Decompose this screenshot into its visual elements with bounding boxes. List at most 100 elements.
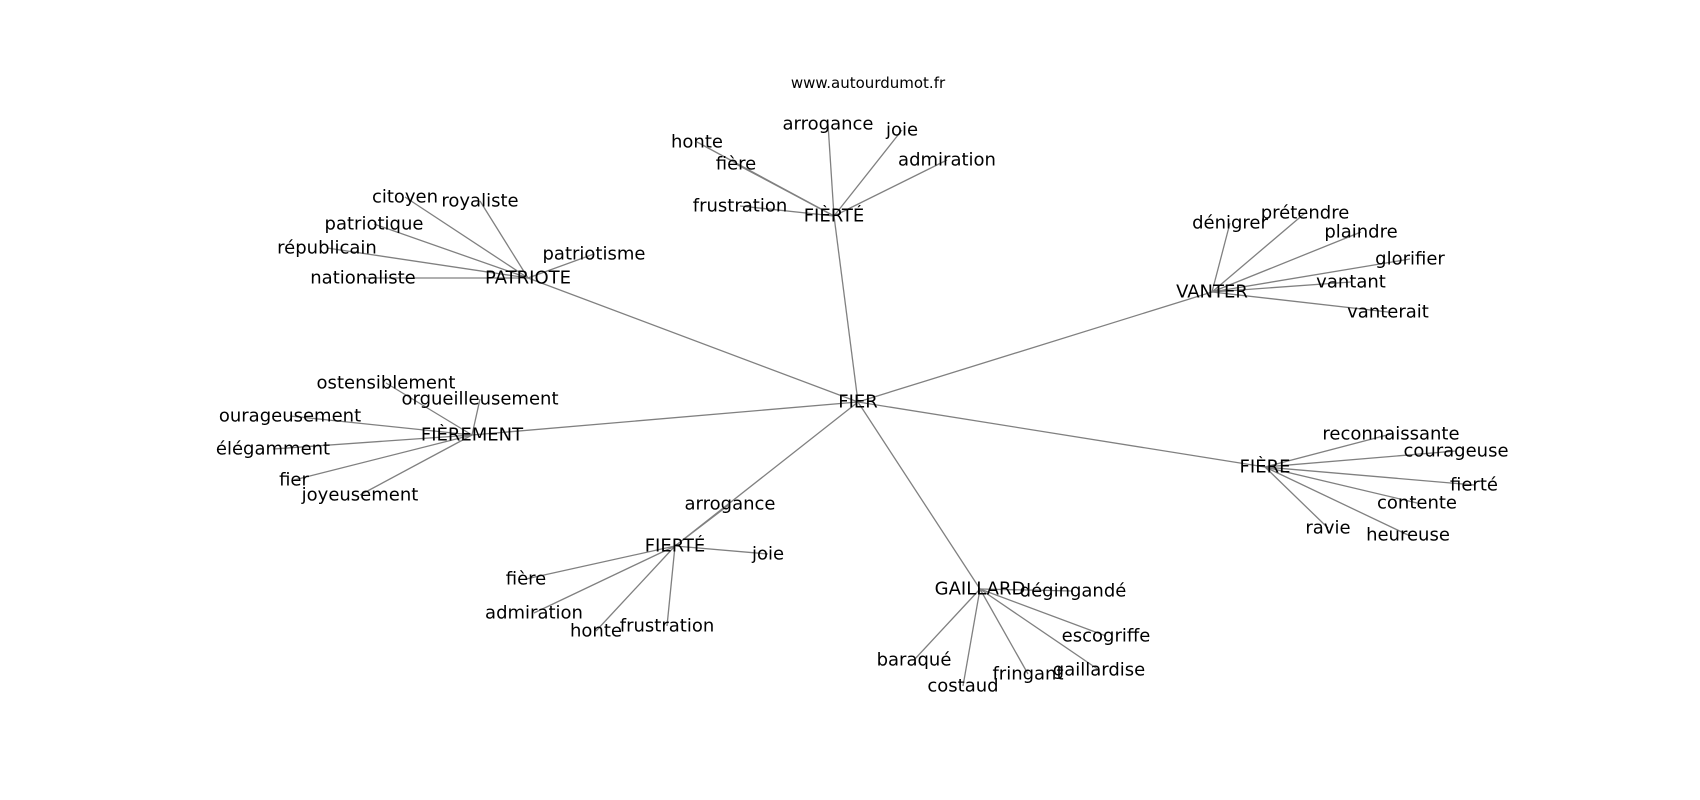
leaf-node-elegamment: élégamment	[216, 439, 330, 460]
edge-fierement-joyeusement	[359, 434, 473, 496]
leaf-node-denigrer: dénigrer	[1192, 213, 1268, 234]
hub-node-fierte: FIÈRTÉ	[804, 205, 865, 227]
leaf-node-ourageusement: ourageusement	[219, 406, 361, 427]
edge-vanter-denigrer	[1211, 222, 1231, 293]
leaf-node-fier: fier	[279, 470, 309, 491]
edge-root-fierte	[833, 215, 859, 403]
edge-fierte-fiere	[735, 163, 835, 217]
root-node: FIER	[838, 392, 878, 413]
edge-fierte-admiration	[533, 545, 676, 614]
edge-fiere-ravie	[1264, 466, 1329, 529]
leaf-node-heureuse: heureuse	[1366, 525, 1450, 546]
edge-fierement-ourageusement	[289, 415, 473, 436]
leaf-node-fringant: fringant	[992, 664, 1063, 685]
hub-node-vanter: VANTER	[1176, 282, 1248, 303]
leaf-node-gaillardise: gaillardise	[1053, 660, 1145, 681]
hub-node-gaillard: GAILLARD	[935, 579, 1026, 600]
leaf-node-admiration: admiration	[485, 603, 583, 624]
edge-vanter-vanterait	[1211, 291, 1389, 313]
edge-gaillard-baraque	[913, 588, 981, 661]
leaf-node-patriotisme: patriotisme	[543, 244, 646, 265]
hub-node-fierte: FIERTÉ	[645, 535, 706, 557]
edge-root-vanter	[857, 291, 1213, 403]
leaf-node-republicain: républicain	[277, 238, 377, 259]
graph-edges	[272, 123, 1475, 687]
leaf-node-ravie: ravie	[1305, 518, 1350, 539]
edge-fierte-honte	[595, 545, 676, 632]
leaf-node-fiere: fière	[716, 154, 757, 175]
leaf-node-contente: contente	[1377, 493, 1457, 514]
hub-node-fierement: FIÈREMENT	[421, 424, 524, 446]
leaf-node-baraque: baraqué	[877, 650, 952, 671]
edge-gaillard-degingande	[979, 588, 1074, 592]
leaf-node-fierte: fierté	[1450, 475, 1498, 496]
leaf-node-escogriffe: escogriffe	[1062, 626, 1151, 647]
edge-patriote-royaliste	[479, 200, 529, 279]
leaf-node-vantant: vantant	[1316, 272, 1386, 293]
hub-node-patriote: PATRIOTE	[485, 268, 571, 289]
edge-fierement-fier	[293, 434, 473, 481]
edge-fiere-heureuse	[1264, 466, 1409, 536]
leaf-node-pretendre: prétendre	[1261, 203, 1350, 224]
leaf-node-fiere: fière	[506, 569, 547, 590]
edge-fierte-frustration	[666, 545, 676, 627]
edge-fierte-arrogance	[827, 123, 835, 217]
leaf-node-plaindre: plaindre	[1324, 222, 1397, 243]
hub-node-fiere: FIÈRE	[1240, 456, 1291, 478]
leaf-node-arrogance: arrogance	[685, 494, 776, 515]
leaf-node-courageuse: courageuse	[1403, 441, 1508, 462]
edge-gaillard-fringant	[979, 588, 1029, 675]
edge-fierement-orgueilleusement	[471, 398, 481, 436]
edge-fierement-ostensiblement	[385, 382, 473, 436]
leaf-node-glorifier: glorifier	[1375, 249, 1445, 270]
site-credit: www.autourdumot.fr	[791, 74, 946, 92]
leaf-node-ostensiblement: ostensiblement	[317, 373, 456, 394]
edge-gaillard-escogriffe	[979, 588, 1107, 637]
leaf-node-joie: joie	[751, 544, 784, 565]
edge-fiere-contente	[1264, 466, 1418, 504]
edge-fierement-elegamment	[272, 434, 473, 450]
leaf-node-joyeusement: joyeusement	[301, 485, 419, 506]
leaf-node-reconnaissante: reconnaissante	[1322, 424, 1459, 445]
leaf-node-patriotique: patriotique	[325, 214, 424, 235]
edge-fierte-frustration	[739, 205, 835, 217]
edge-vanter-glorifier	[1211, 258, 1411, 293]
edge-fierte-fiere	[525, 545, 676, 580]
edge-gaillard-costaud	[962, 588, 981, 687]
edge-patriote-patriotique	[373, 223, 529, 279]
edge-fiere-courageuse	[1264, 450, 1457, 468]
edge-root-patriote	[527, 277, 859, 403]
leaf-node-joie: joie	[885, 120, 918, 141]
edge-fierte-joie	[833, 129, 903, 217]
edge-gaillard-gaillardise	[979, 588, 1100, 671]
leaf-node-nationaliste: nationaliste	[310, 268, 415, 289]
edge-fierte-admiration	[833, 159, 948, 217]
edge-vanter-vantant	[1211, 281, 1352, 293]
edge-vanter-pretendre	[1211, 212, 1306, 293]
edge-vanter-plaindre	[1211, 231, 1362, 293]
leaf-node-costaud: costaud	[927, 676, 998, 697]
leaf-node-royaliste: royaliste	[441, 191, 518, 212]
leaf-node-orgueilleusement: orgueilleusement	[401, 389, 558, 410]
leaf-node-frustration: frustration	[620, 616, 715, 637]
leaf-node-citoyen: citoyen	[372, 187, 438, 208]
edge-root-fiere	[857, 401, 1266, 468]
leaf-node-admiration: admiration	[898, 150, 996, 171]
edge-fierte-joie	[674, 545, 769, 555]
edge-fierte-arrogance	[674, 503, 731, 547]
edge-patriote-patriotisme	[527, 253, 595, 279]
edge-root-fierement	[471, 401, 859, 436]
edge-fiere-fierte	[1264, 466, 1475, 486]
edge-fiere-reconnaissante	[1264, 433, 1392, 468]
leaf-node-vanterait: vanterait	[1347, 302, 1429, 323]
leaf-node-honte: honte	[671, 132, 723, 153]
leaf-node-degingande: dégingandé	[1020, 581, 1127, 602]
leaf-node-arrogance: arrogance	[783, 114, 874, 135]
leaf-node-honte: honte	[570, 621, 622, 642]
edge-patriote-republicain	[326, 247, 529, 279]
edge-patriote-citoyen	[404, 196, 529, 279]
leaf-node-frustration: frustration	[693, 196, 788, 217]
edge-root-gaillard	[857, 401, 981, 590]
